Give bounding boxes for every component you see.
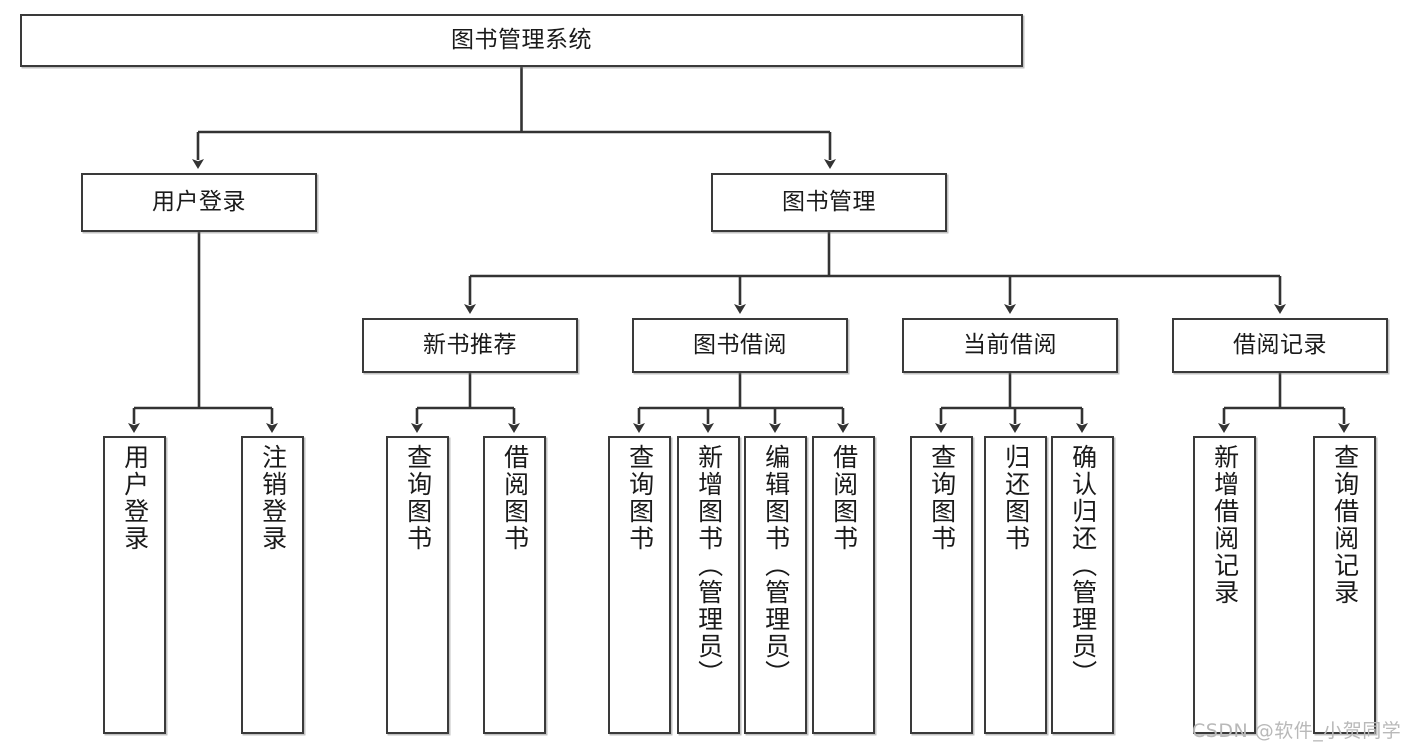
leaf-add-record[interactable]: 新增借阅记录	[1193, 436, 1256, 734]
leaf-edit-book[interactable]: 编辑图书（管理员）	[744, 436, 807, 734]
leaf-borrow-book-label: 借阅图书	[829, 444, 859, 552]
leaf-add-book[interactable]: 新增图书（管理员）	[677, 436, 740, 734]
leaf-borrow-book[interactable]: 借阅图书	[812, 436, 875, 734]
leaf-query-book-rec-label: 查询图书	[403, 444, 433, 552]
node-root-label: 图书管理系统	[451, 26, 592, 53]
leaf-user-login[interactable]: 用户登录	[103, 436, 166, 734]
leaf-query-book-rec[interactable]: 查询图书	[386, 436, 449, 734]
leaf-query-book-borrow[interactable]: 查询图书	[608, 436, 671, 734]
leaf-return-book[interactable]: 归还图书	[984, 436, 1047, 734]
leaf-user-login-label: 用户登录	[120, 444, 150, 552]
leaf-confirm-return[interactable]: 确认归还（管理员）	[1051, 436, 1114, 734]
node-book-borrow[interactable]: 图书借阅	[632, 318, 848, 373]
node-borrow-record-label: 借阅记录	[1233, 331, 1327, 358]
leaf-user-logout-label: 注销登录	[258, 444, 288, 552]
leaf-add-record-label: 新增借阅记录	[1210, 444, 1240, 606]
node-book-borrow-label: 图书借阅	[693, 331, 787, 358]
node-new-book-recommend-label: 新书推荐	[423, 331, 517, 358]
node-new-book-recommend[interactable]: 新书推荐	[362, 318, 578, 373]
node-borrow-record[interactable]: 借阅记录	[1172, 318, 1388, 373]
leaf-query-book-current[interactable]: 查询图书	[910, 436, 973, 734]
leaf-borrow-book-rec[interactable]: 借阅图书	[483, 436, 546, 734]
node-user-login[interactable]: 用户登录	[81, 173, 317, 232]
leaf-edit-book-label: 编辑图书（管理员）	[761, 444, 791, 687]
leaf-query-book-borrow-label: 查询图书	[625, 444, 655, 552]
node-book-management[interactable]: 图书管理	[711, 173, 947, 232]
leaf-return-book-label: 归还图书	[1001, 444, 1031, 552]
leaf-borrow-book-rec-label: 借阅图书	[500, 444, 530, 552]
leaf-user-logout[interactable]: 注销登录	[241, 436, 304, 734]
leaf-query-book-current-label: 查询图书	[927, 444, 957, 552]
node-root[interactable]: 图书管理系统	[20, 14, 1023, 67]
leaf-add-book-label: 新增图书（管理员）	[694, 444, 724, 687]
leaf-query-record[interactable]: 查询借阅记录	[1313, 436, 1376, 734]
csdn-watermark: CSDN @软件_小贺同学	[1192, 720, 1402, 742]
node-user-login-label: 用户登录	[152, 188, 246, 215]
node-current-borrow[interactable]: 当前借阅	[902, 318, 1118, 373]
leaf-confirm-return-label: 确认归还（管理员）	[1068, 444, 1098, 687]
node-current-borrow-label: 当前借阅	[963, 331, 1057, 358]
leaf-query-record-label: 查询借阅记录	[1330, 444, 1360, 606]
node-book-management-label: 图书管理	[782, 188, 876, 215]
